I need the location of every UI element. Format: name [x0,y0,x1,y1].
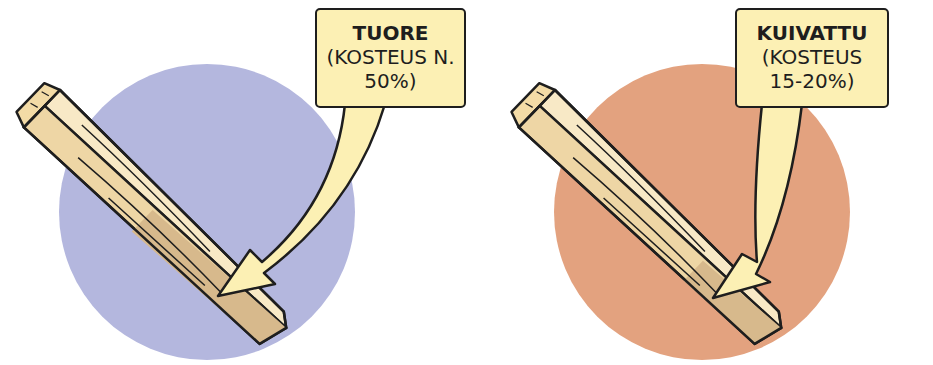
callout-text: (KOSTEUS N. 50%) [323,45,458,93]
callout-pointer [218,104,385,296]
callout-box: TUORE(KOSTEUS N. 50%) [315,8,466,108]
callout-text: (KOSTEUS 15-20%) [743,45,881,93]
background-circle [554,64,850,360]
callout-heading: TUORE [323,21,458,45]
callout-box: KUIVATTU(KOSTEUS 15-20%) [735,8,889,108]
callout-heading: KUIVATTU [743,21,881,45]
callout-pointer [713,104,802,298]
log-dried [507,79,791,355]
log-fresh [12,79,296,355]
